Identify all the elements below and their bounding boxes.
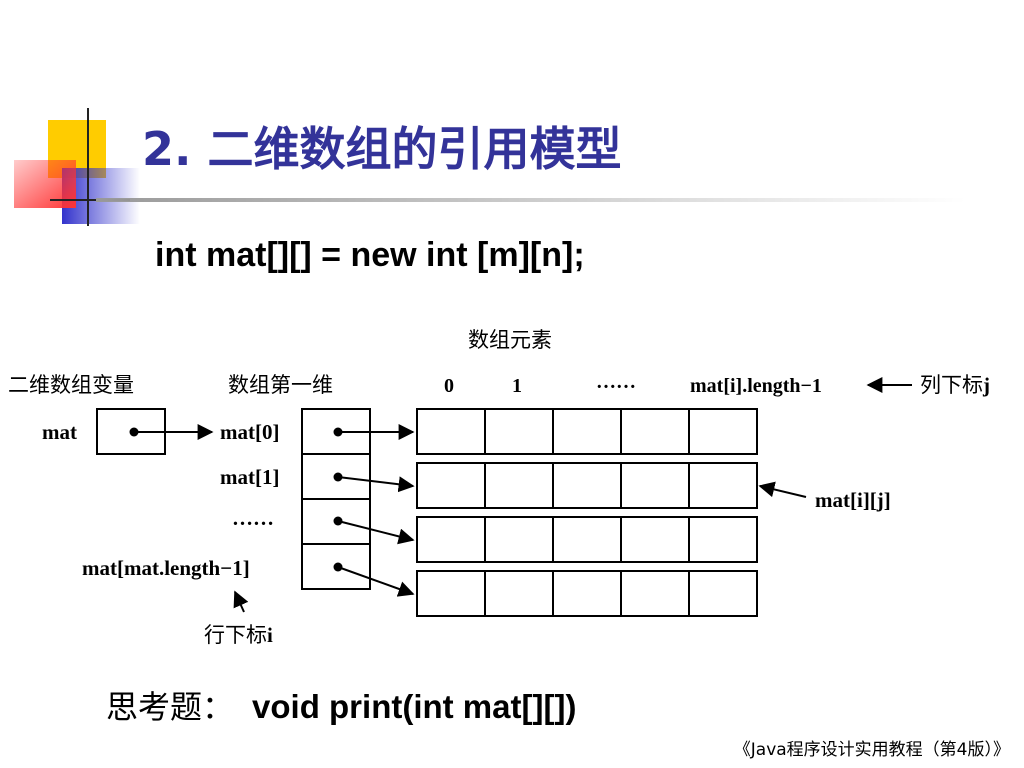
element-cell: [688, 516, 758, 563]
code-declaration: int mat[][] = new int [m][n];: [155, 236, 585, 274]
element-cell: [416, 462, 486, 509]
col-last-index: mat[i].length−1: [690, 375, 822, 397]
col-subscript-label: 列下标j: [920, 375, 990, 396]
element-cell: [484, 462, 554, 509]
element-cell: [688, 462, 758, 509]
element-label-arrow: [758, 481, 807, 498]
question-code: void print(int mat[][]): [252, 688, 577, 725]
element-cell: [620, 570, 690, 617]
var-label: 二维数组变量: [8, 373, 134, 397]
col-subscript-var: j: [983, 373, 990, 397]
row-label-last: mat[mat.length−1]: [82, 556, 250, 580]
row-label-1: mat[1]: [220, 465, 280, 489]
title-underline: [96, 198, 966, 202]
element-cell: [620, 462, 690, 509]
element-cell: [484, 570, 554, 617]
element-cell: [416, 570, 486, 617]
row-label-0: mat[0]: [220, 420, 280, 444]
col-subscript-text: 列下标: [920, 373, 983, 397]
element-cell: [688, 408, 758, 455]
title-number: 2.: [142, 122, 192, 176]
title-text: 二维数组的引用模型: [207, 122, 622, 176]
first-dim-label: 数组第一维: [228, 373, 333, 397]
slide-title: 2. 二维数组的引用模型: [142, 126, 622, 172]
col-index-1: 1: [512, 375, 522, 397]
element-cell: [620, 408, 690, 455]
footer-book-title: 《Java程序设计实用教程（第4版）》: [733, 740, 1010, 760]
element-label: mat[i][j]: [815, 488, 891, 512]
row-arrow: [337, 566, 415, 597]
element-cell: [552, 408, 622, 455]
question-line: 思考题： void print(int mat[][]): [106, 690, 576, 723]
element-cell: [484, 516, 554, 563]
row-subscript-var: i: [267, 623, 273, 647]
row-arrow: [337, 520, 415, 545]
element-grid: [416, 408, 758, 617]
element-cell: [484, 408, 554, 455]
element-cell: [620, 516, 690, 563]
row-arrow: [337, 476, 415, 493]
question-label: 思考题：: [106, 688, 235, 726]
element-cell: [552, 516, 622, 563]
element-cell: [416, 516, 486, 563]
element-cell: [416, 408, 486, 455]
var-name: mat: [42, 420, 77, 444]
row-label-ellipsis: ……: [232, 506, 274, 530]
element-cell: [552, 462, 622, 509]
col-ellipsis: ……: [596, 371, 636, 393]
elements-label: 数组元素: [468, 328, 552, 352]
first-dimension-column: [301, 408, 371, 590]
element-cell: [552, 570, 622, 617]
row-subscript-text: 行下标: [204, 623, 267, 647]
row-subscript-arrow: [233, 590, 249, 613]
col-index-0: 0: [444, 375, 454, 397]
row-subscript-label: 行下标i: [204, 625, 273, 646]
element-cell: [688, 570, 758, 617]
